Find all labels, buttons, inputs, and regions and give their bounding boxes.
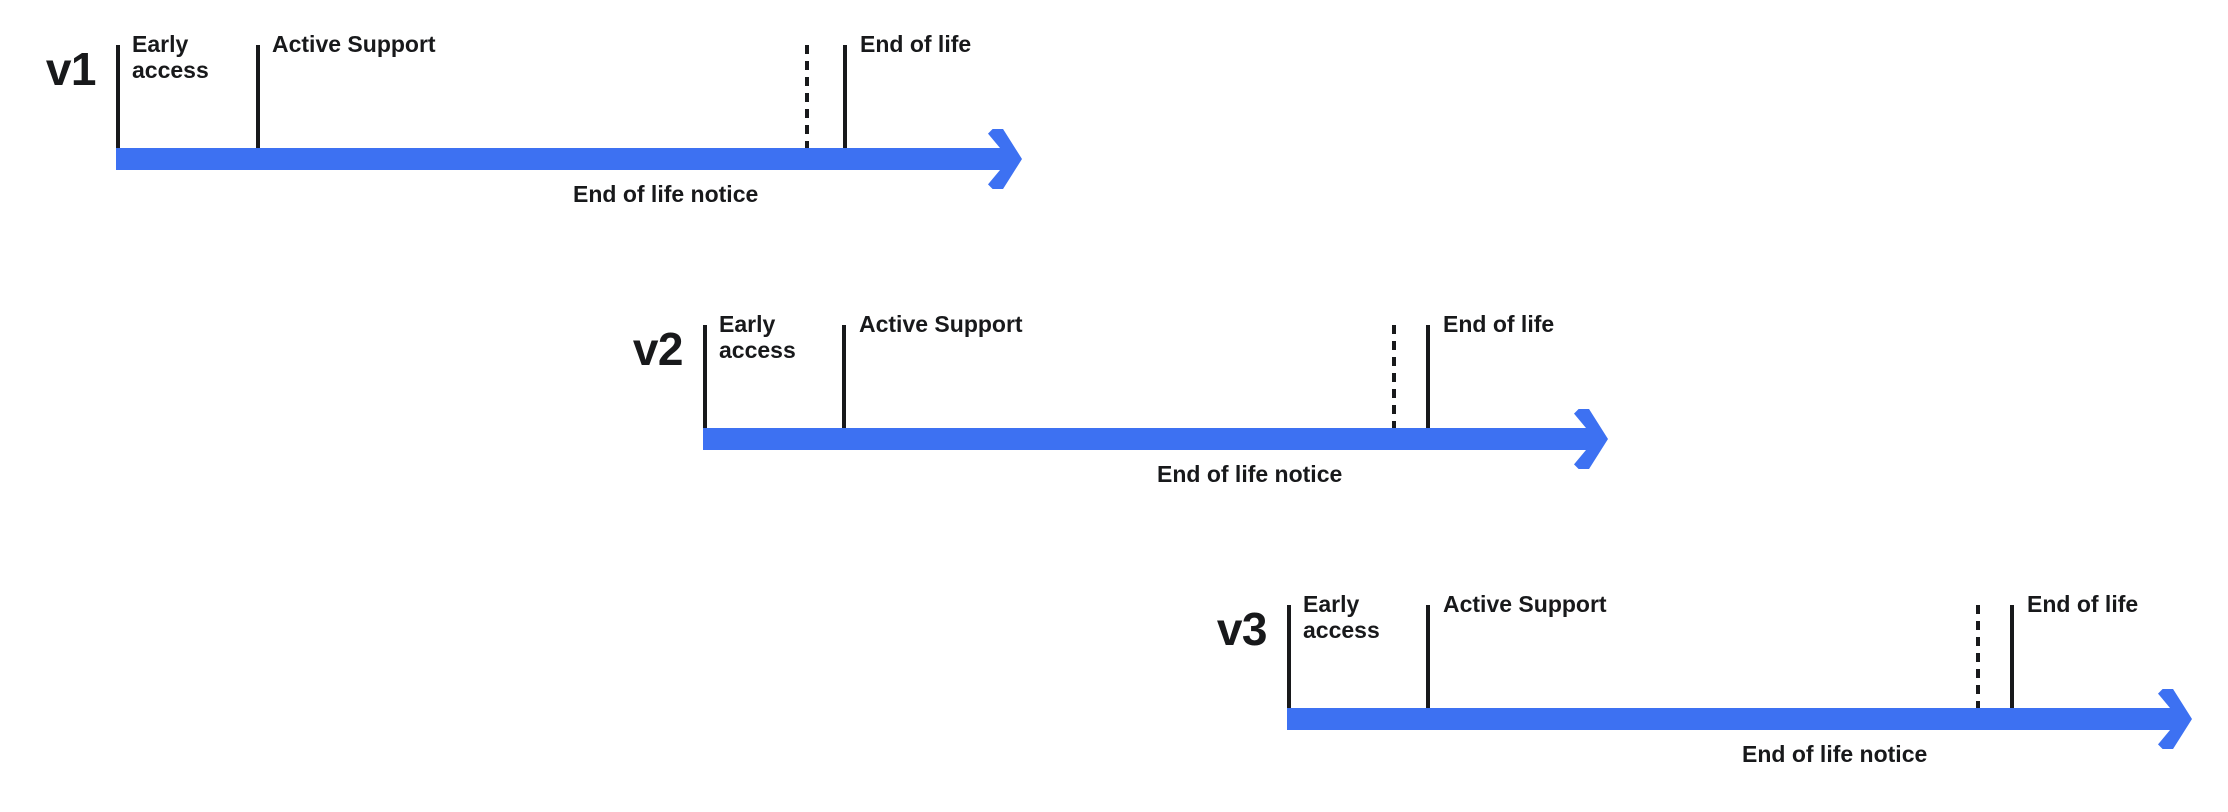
end-of-life-notice-label-v3: End of life notice [1742, 741, 1928, 767]
phase-label-active-support: Active Support [272, 31, 436, 57]
version-label-v3: v3 [1216, 603, 1268, 655]
tick-solid-early-access-start [116, 45, 120, 148]
tick-solid-end-of-life-start [1426, 325, 1430, 428]
end-of-life-notice-label-v2: End of life notice [1157, 461, 1343, 487]
phase-label-active-support: Active Support [859, 311, 1023, 337]
tick-dashed-end-of-life-notice [805, 45, 809, 148]
tick-solid-active-support-start [256, 45, 260, 148]
lifecycle-bar-v3 [1287, 708, 2155, 730]
phase-label-end-of-life: End of life [1443, 311, 1555, 337]
end-of-life-notice-label-v1: End of life notice [573, 181, 759, 207]
tick-solid-end-of-life-start [843, 45, 847, 148]
version-label-v2: v2 [632, 323, 684, 375]
tick-solid-active-support-start [1426, 605, 1430, 708]
phase-label-early-access: Early access [1303, 591, 1380, 643]
phase-label-active-support: Active Support [1443, 591, 1607, 617]
version-label-v1: v1 [45, 43, 97, 95]
tick-solid-early-access-start [1287, 605, 1291, 708]
lifecycle-bar-v2 [703, 428, 1570, 450]
lifecycle-arrowhead-v2 [1556, 409, 1608, 469]
tick-dashed-end-of-life-notice [1976, 605, 1980, 708]
phase-label-end-of-life: End of life [860, 31, 972, 57]
tick-dashed-end-of-life-notice [1392, 325, 1396, 428]
tick-solid-active-support-start [842, 325, 846, 428]
lifecycle-arrowhead-v3 [2141, 689, 2192, 749]
phase-label-early-access: Early access [132, 31, 209, 83]
phase-label-end-of-life: End of life [2027, 591, 2139, 617]
tick-solid-end-of-life-start [2010, 605, 2014, 708]
lifecycle-arrowhead-v1 [971, 129, 1022, 189]
tick-solid-early-access-start [703, 325, 707, 428]
phase-label-early-access: Early access [719, 311, 796, 363]
lifecycle-bar-v1 [116, 148, 985, 170]
